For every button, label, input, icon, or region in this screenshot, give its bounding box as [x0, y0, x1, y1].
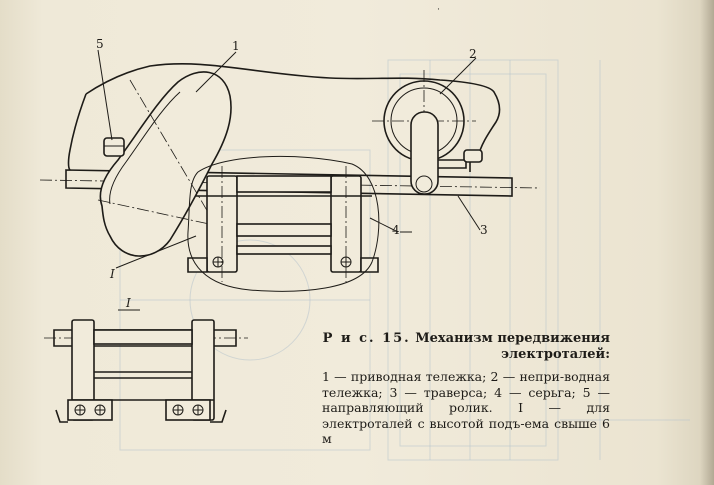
figure-caption: Р и с. 15. Механизм передвижения электро…	[322, 331, 610, 447]
figure-label: Р и с. 15.	[322, 331, 411, 346]
svg-text:˙: ˙	[436, 8, 441, 19]
callout-4: 4	[392, 223, 400, 237]
main-assembly-view	[39, 49, 541, 292]
detail-reference-label: I	[109, 267, 115, 281]
callout-3: 3	[480, 223, 488, 237]
figure-caption-legend: 1 — приводная тележка; 2 — непри-водная …	[322, 369, 610, 446]
beam-break-outline	[67, 63, 501, 171]
detail-boundary-circle	[187, 155, 380, 292]
callout-1: 1	[232, 39, 240, 53]
guide-roller	[103, 137, 125, 157]
figure-caption-title: Р и с. 15. Механизм передвижения электро…	[322, 331, 610, 363]
detail-view-title: I	[125, 296, 131, 310]
callout-5: 5	[96, 37, 104, 51]
figure-title: Механизм передвижения электроталей:	[415, 331, 610, 362]
detail-view-i: I	[44, 296, 248, 423]
carriage-frame	[187, 166, 379, 282]
callout-2: 2	[469, 47, 477, 61]
idler-trolley	[372, 70, 483, 195]
page-spine-shadow	[700, 0, 714, 485]
